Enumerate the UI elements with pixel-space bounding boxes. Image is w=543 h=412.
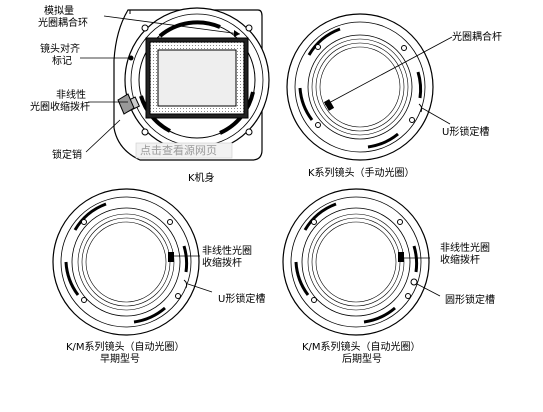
label-u-lock-groove-early: U形锁定槽 [218, 292, 265, 305]
k-body-diagram: 模拟量 光圈耦合环 镜头对齐 标记 非线性 光圈收缩拨杆 锁定销 点击查看源网页… [30, 4, 270, 184]
km-lens-late-diagram: 非线性光圈 收缩拨杆 圆形锁定槽 K/M系列镜头（自动光圈） 后期型号 [282, 188, 495, 365]
label-analog-coupling-ring-l2: 光圈耦合环 [38, 16, 88, 29]
caption-km-late-l2: 后期型号 [342, 352, 382, 365]
label-nonlinear-lever-l2: 光圈收缩拨杆 [30, 100, 90, 113]
label-analog-coupling-ring-l1: 模拟量 [44, 4, 74, 17]
label-nonlinear-lever-early-l1: 非线性光圈 [202, 244, 252, 257]
km-lens-early-diagram: 非线性光圈 收缩拨杆 U形锁定槽 K/M系列镜头（自动光圈） 早期型号 [52, 188, 265, 365]
caption-km-late-l1: K/M系列镜头（自动光圈） [302, 340, 421, 353]
caption-k-lens-manual: K系列镜头（手动光圈） [308, 166, 415, 179]
label-lens-alignment-mark-l1: 镜头对齐 [40, 42, 80, 55]
watermark-text: 点击查看源网页 [140, 143, 217, 157]
label-lens-alignment-mark-l2: 标记 [52, 55, 72, 67]
k-lens-manual-diagram: 光圈耦合杆 U形锁定槽 K系列镜头（手动光圈） [286, 13, 502, 179]
label-aperture-coupling-lever: 光圈耦合杆 [452, 30, 502, 43]
label-nonlinear-lever-l1: 非线性 [56, 88, 86, 101]
caption-k-body: K机身 [188, 171, 215, 184]
label-nonlinear-lever-late-l2: 收缩拨杆 [440, 253, 480, 266]
label-nonlinear-lever-early-l2: 收缩拨杆 [202, 256, 242, 269]
label-u-lock-groove-manual: U形锁定槽 [442, 125, 489, 138]
caption-km-early-l1: K/M系列镜头（自动光圈） [66, 340, 185, 353]
label-nonlinear-lever-late-l1: 非线性光圈 [440, 241, 490, 254]
label-round-lock-groove: 圆形锁定槽 [445, 293, 495, 306]
label-lock-pin: 锁定销 [52, 148, 82, 161]
caption-km-early-l2: 早期型号 [100, 352, 140, 365]
